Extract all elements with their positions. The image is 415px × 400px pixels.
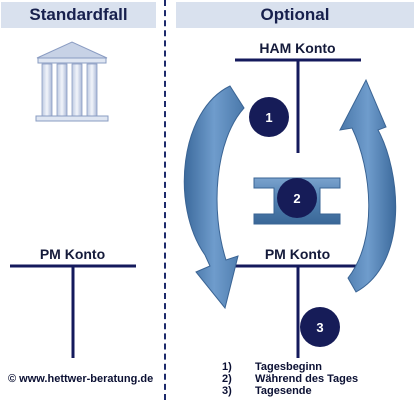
bank-building-icon xyxy=(35,41,109,122)
label-pm-konto-left: PM Konto xyxy=(39,246,106,262)
legend-label-1: Tagesbeginn xyxy=(255,361,323,373)
header-standardfall: Standardfall xyxy=(1,2,156,28)
label-pm-konto-right: PM Konto xyxy=(264,246,331,262)
legend-number-1: 1) xyxy=(222,361,232,373)
label-ham-konto: HAM Konto xyxy=(259,40,336,56)
header-optional: Optional xyxy=(176,2,414,28)
step-circle-1 xyxy=(249,97,289,137)
legend-label-3: Tagesende xyxy=(255,385,312,397)
legend-row-3: 3) Tagesende xyxy=(222,385,358,397)
legend-label-2: Während des Tages xyxy=(255,373,359,385)
step-number-2: 2 xyxy=(293,191,300,206)
legend-row-1: 1) Tagesbeginn xyxy=(222,361,358,373)
left-curved-arrow-icon xyxy=(183,85,245,310)
legend-row-2: 2) Während des Tages xyxy=(222,373,358,385)
step-number-1: 1 xyxy=(265,110,272,125)
step-circle-3 xyxy=(300,307,340,347)
t-account-pm-right xyxy=(235,264,361,358)
legend-number-2: 2) xyxy=(222,373,232,385)
step-number-3: 3 xyxy=(316,320,323,335)
t-account-ham xyxy=(235,58,361,153)
copyright-text: © www.hettwer-beratung.de xyxy=(8,373,154,385)
t-account-pm-left xyxy=(10,264,136,358)
dashed-divider xyxy=(164,0,166,400)
legend-number-3: 3) xyxy=(222,385,232,397)
step-circle-2 xyxy=(277,178,317,218)
step-legend: 1) Tagesbeginn 2) Während des Tages 3) T… xyxy=(222,361,358,397)
right-curved-arrow-icon xyxy=(339,78,397,293)
